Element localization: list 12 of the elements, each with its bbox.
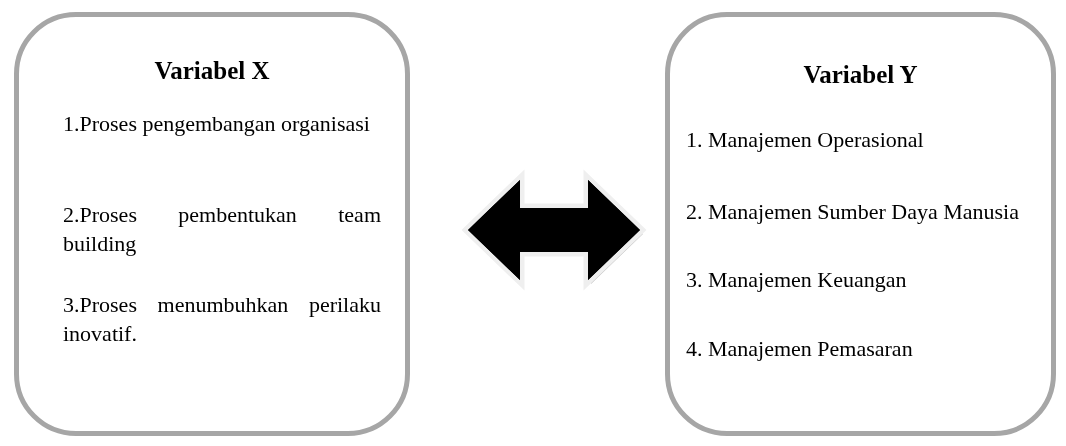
list-item: 1.Proses pengembangan organisasi — [63, 110, 371, 138]
list-item: 3.Proses menumbuhkan perilaku inovatif. — [63, 291, 381, 348]
rounded-box — [665, 12, 1056, 436]
heading: Variabel X — [153, 57, 271, 85]
list-item: 2.Proses pembentukan team building — [63, 201, 381, 258]
list-item: 1. Manajemen Operasional — [686, 126, 925, 154]
list-item: 2. Manajemen Sumber Daya Manusia — [686, 198, 1020, 226]
heading: Variabel Y — [802, 61, 919, 89]
double-block-arrow — [461, 169, 647, 291]
list-item: 4. Manajemen Pemasaran — [686, 335, 914, 363]
rounded-box — [14, 12, 410, 436]
list-item: 3. Manajemen Keuangan — [686, 266, 908, 294]
